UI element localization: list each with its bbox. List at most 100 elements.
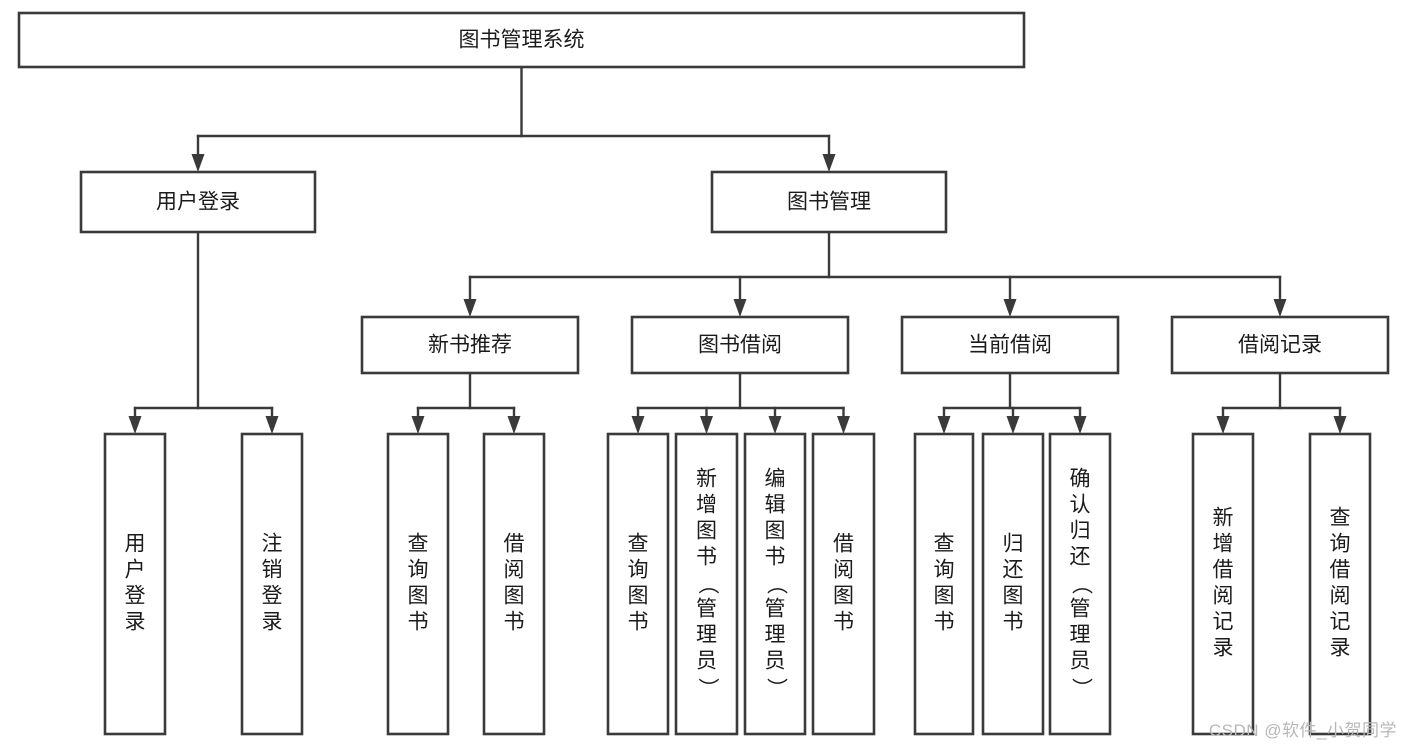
arrow-head-icon [463, 299, 477, 317]
node-label-char: ） [696, 678, 719, 699]
node-label-char: 借 [1213, 559, 1234, 582]
node-newbook[interactable]: 新书推荐 [360, 315, 580, 375]
node-box [360, 315, 580, 375]
node-label-char: 登 [262, 585, 283, 608]
node-borrow[interactable]: 图书借阅 [630, 315, 850, 375]
node-label-char: 借 [833, 533, 854, 556]
node-label-char: 增 [1213, 533, 1234, 556]
node-label-char: 询 [408, 559, 429, 582]
node-box [386, 432, 450, 736]
node-records[interactable]: 借阅记录 [1170, 315, 1390, 375]
node-label-char: 增 [696, 494, 717, 517]
node-layer: 图书管理系统用户登录图书管理新书推荐图书借阅当前借阅借阅记录用户登录注销登录查询… [17, 11, 1390, 736]
node-label-char: 编 [765, 468, 786, 491]
node-label: 新书推荐 [428, 334, 512, 357]
node-label: 借阅记录 [1238, 334, 1322, 357]
node-label-char: 借 [504, 533, 525, 556]
node-box [811, 432, 876, 736]
node-label-char: 阅 [1213, 585, 1234, 608]
node-label-char: 归 [1070, 520, 1091, 543]
node-label-char: 用 [125, 533, 146, 556]
node-label-char: 查 [934, 533, 955, 556]
arrow-head-icon [265, 416, 279, 434]
node-leaf1[interactable]: 用户登录 [103, 432, 167, 736]
node-label: 当前借阅 [968, 334, 1052, 357]
node-label-char: 记 [1330, 611, 1351, 634]
node-label-char: 借 [1330, 559, 1351, 582]
node-label-char: 录 [262, 611, 283, 634]
arrow-head-icon [411, 416, 425, 434]
node-bookmgr[interactable]: 图书管理 [710, 170, 948, 234]
node-label-char: 书 [765, 546, 786, 569]
node-root[interactable]: 图书管理系统 [17, 11, 1026, 69]
node-label-char: 销 [262, 559, 283, 582]
node-label-char: 管 [1070, 598, 1091, 621]
node-current[interactable]: 当前借阅 [900, 315, 1120, 375]
node-label-char: 图 [408, 585, 429, 608]
arrow-head-icon [1333, 416, 1347, 434]
node-box [710, 170, 948, 234]
node-label-char: 理 [1070, 624, 1091, 647]
node-label: 用户登录 [125, 533, 146, 634]
arrow-head-icon [1073, 416, 1087, 434]
arrow-head-icon [1006, 416, 1020, 434]
arrow-head-icon [937, 416, 951, 434]
node-label-char: 记 [1213, 611, 1234, 634]
node-label-char: 询 [1330, 533, 1351, 556]
node-box [743, 432, 807, 736]
node-label-char: 查 [628, 533, 649, 556]
arrow-head-icon [700, 416, 713, 434]
node-label-char: （ [1069, 574, 1092, 595]
node-label-char: 员 [1070, 650, 1091, 673]
node-label-char: 录 [125, 611, 146, 634]
node-label: 图书管理系统 [459, 29, 585, 52]
node-box [17, 11, 1026, 69]
node-label-char: 书 [833, 611, 854, 634]
node-label: 用户登录 [156, 191, 240, 214]
node-label-char: 询 [628, 559, 649, 582]
node-label-char: 理 [765, 624, 786, 647]
node-label-char: 新 [696, 468, 717, 491]
node-label-char: 还 [1003, 559, 1024, 582]
node-label-char: 归 [1003, 533, 1024, 556]
node-login[interactable]: 用户登录 [79, 170, 317, 234]
arrow-head-icon [128, 416, 142, 434]
node-label-char: 录 [1330, 637, 1351, 660]
node-box [674, 432, 739, 736]
node-label-char: 图 [765, 520, 786, 543]
node-label-char: 管 [696, 598, 717, 621]
node-label-char: 录 [1213, 637, 1234, 660]
arrow-head-icon [1273, 299, 1287, 317]
node-box [606, 432, 670, 736]
node-label-char: 还 [1070, 546, 1091, 569]
edge-layer [128, 65, 1347, 434]
arrow-head-icon [1216, 416, 1230, 434]
node-label-char: ） [764, 678, 787, 699]
arrow-head-icon [733, 299, 747, 317]
node-label-char: 书 [934, 611, 955, 634]
node-label-char: 询 [934, 559, 955, 582]
node-box [103, 432, 167, 736]
node-box [1048, 432, 1112, 736]
node-box [900, 315, 1120, 375]
node-box [482, 432, 546, 736]
node-label-char: ） [1069, 678, 1092, 699]
node-label-char: 阅 [504, 559, 525, 582]
